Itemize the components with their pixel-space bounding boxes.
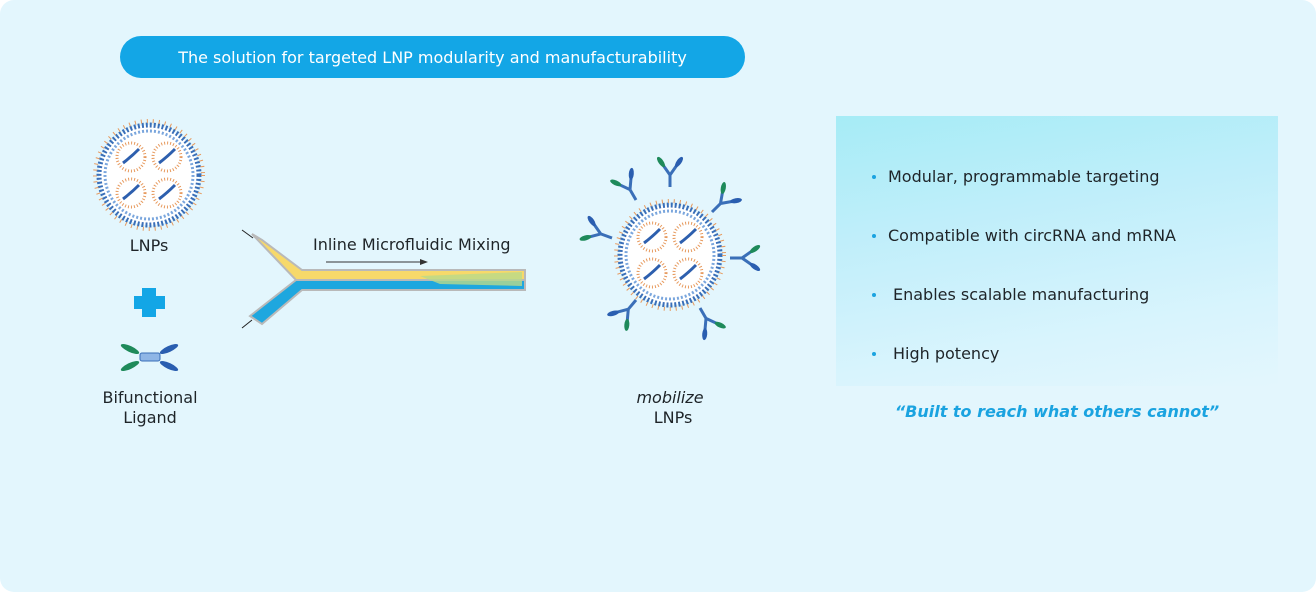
feature-item: High potency xyxy=(872,344,999,363)
feature-label: Enables scalable manufacturing xyxy=(893,285,1150,304)
feature-item: Compatible with circRNA and mRNA xyxy=(872,226,1176,245)
header-pill: The solution for targeted LNP modularity… xyxy=(120,36,745,78)
features-panel: Modular, programmable targeting Compatib… xyxy=(836,116,1278,386)
ligand-label-line1: Bifunctional xyxy=(102,388,198,407)
feature-label: High potency xyxy=(893,344,1000,363)
bullet-icon xyxy=(872,351,876,356)
bullet-icon xyxy=(872,174,876,179)
bifunctional-ligand-icon xyxy=(120,343,179,372)
feature-item: Enables scalable manufacturing xyxy=(872,285,1149,304)
bullet-icon xyxy=(872,292,876,297)
feature-item: Modular, programmable targeting xyxy=(872,167,1160,186)
mixing-label: Inline Microfluidic Mixing xyxy=(313,235,511,254)
plus-icon xyxy=(134,288,165,317)
header-title: The solution for targeted LNP modularity… xyxy=(178,47,687,67)
mobilized-lnp-icon xyxy=(576,154,763,344)
ligand-label-line2: Ligand xyxy=(123,408,177,427)
lnp-particle-icon xyxy=(95,121,203,229)
bullet-icon xyxy=(872,233,876,238)
feature-label: Modular, programmable targeting xyxy=(888,167,1160,186)
result-label-line1: mobilize xyxy=(636,388,704,407)
arrow-right-icon xyxy=(420,259,428,265)
tagline-quote: “Built to reach what others cannot” xyxy=(894,402,1220,421)
result-label-line2: LNPs xyxy=(653,408,693,427)
microfluidic-mixer-icon xyxy=(241,229,526,329)
lnps-label: LNPs xyxy=(129,236,169,255)
feature-label: Compatible with circRNA and mRNA xyxy=(888,226,1176,245)
